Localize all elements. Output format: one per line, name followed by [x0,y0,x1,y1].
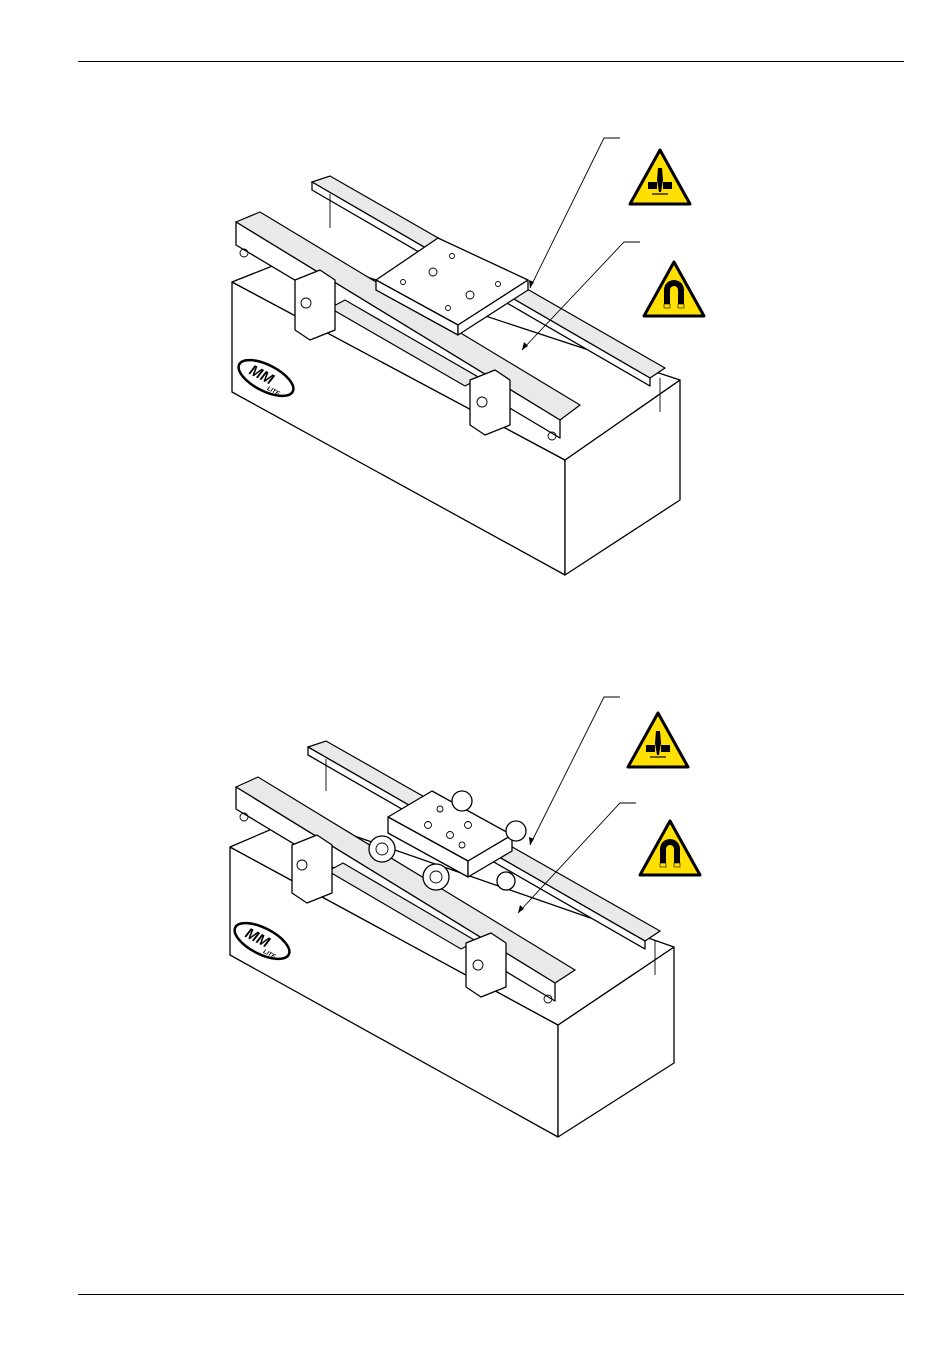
leader-line-crush [530,138,620,288]
linear-axis-drawing: MM LITE [0,120,950,590]
figure-linear-axis-roller-carriage: MM LITE [0,685,950,1155]
crush-hazard-icon [626,711,690,769]
footer-rule [78,1294,904,1295]
end-block-left [292,835,332,903]
crush-hazard-icon [628,148,692,206]
figure-linear-axis-flat-carriage: MM LITE [0,120,950,590]
magnetic-field-icon [638,819,702,877]
end-block-right [466,933,506,997]
magnetic-field-icon [642,260,706,318]
end-block-right [470,370,510,435]
header-rule [78,61,904,62]
leader-line-crush [530,697,620,845]
linear-axis-drawing: MM LITE [0,685,950,1155]
